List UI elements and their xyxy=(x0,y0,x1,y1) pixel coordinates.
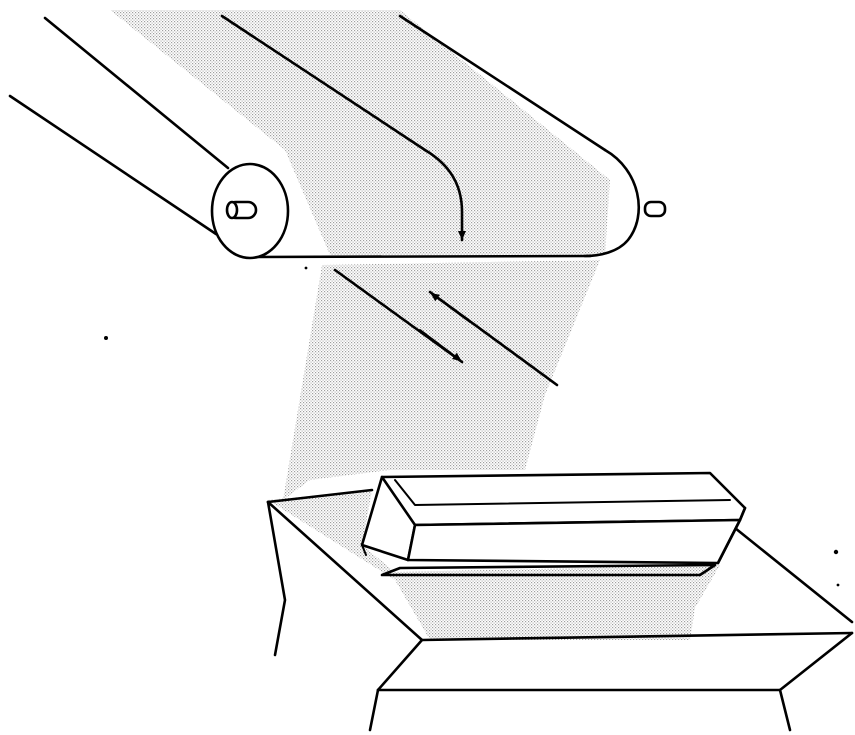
table-top-left-edge xyxy=(266,488,374,504)
table-block xyxy=(266,488,854,732)
scan-specks xyxy=(104,266,840,587)
tray-rim xyxy=(380,471,747,527)
speck xyxy=(833,549,839,555)
belt-far-edge xyxy=(398,14,607,152)
belt-inner-curve xyxy=(423,148,464,242)
falling-beam-shading xyxy=(283,260,600,500)
web-arrow-up-left-icon xyxy=(430,292,471,323)
web-arrow-down-right-icon xyxy=(419,329,462,362)
belt-middle-line xyxy=(220,14,427,152)
table-lower-right-leg xyxy=(778,688,792,732)
table-top-far-edge xyxy=(733,526,854,624)
tray-inner-wall xyxy=(394,479,731,506)
open-tray xyxy=(360,471,747,577)
belt-top-edge xyxy=(43,16,230,170)
speck xyxy=(104,336,108,340)
tray-right-edge xyxy=(716,506,747,565)
conveyor-belt xyxy=(8,14,667,260)
far-roller-shaft xyxy=(643,200,667,218)
table-top-near-edge xyxy=(266,500,424,642)
table-shading xyxy=(268,490,720,640)
roller xyxy=(210,162,290,260)
tray-base-lip xyxy=(380,563,717,577)
table-lower-left-leg xyxy=(368,688,380,732)
table-lower-right-diagonal xyxy=(778,631,854,692)
belt-front-bottom xyxy=(248,254,592,259)
speck xyxy=(836,583,840,587)
tray-front-face xyxy=(406,518,742,565)
belt-shading xyxy=(110,10,610,255)
roller-shaft-end xyxy=(225,200,239,220)
belt-far-curve xyxy=(583,148,641,258)
speck xyxy=(304,266,308,270)
table-left-face xyxy=(266,500,287,657)
moving-web xyxy=(333,268,559,387)
table-lower-diagonal xyxy=(376,638,424,692)
tray-shadow-line xyxy=(361,544,367,556)
table-front-edge xyxy=(420,631,854,642)
belt-bottom-edge xyxy=(8,94,218,236)
shaded-beam xyxy=(110,10,720,640)
